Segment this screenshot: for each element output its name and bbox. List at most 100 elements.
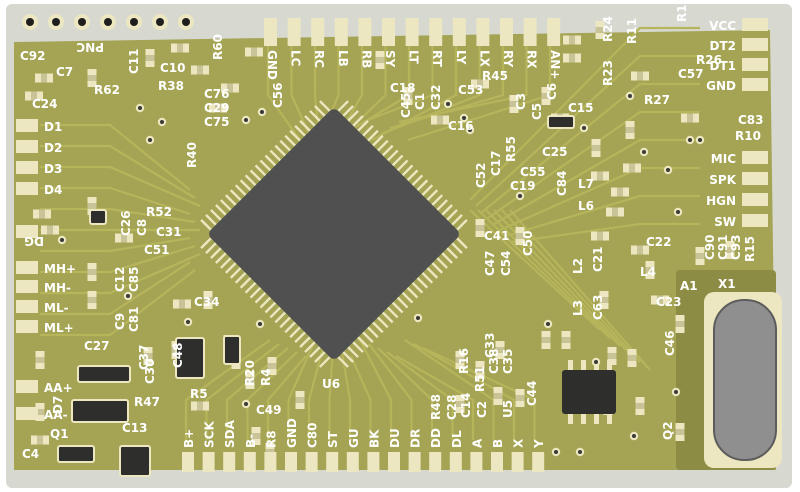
large-component xyxy=(71,399,129,423)
component-pad xyxy=(203,65,209,75)
trace xyxy=(481,82,700,213)
component-pad xyxy=(541,343,551,349)
via-drill xyxy=(628,94,632,98)
silkscreen-label: R51 xyxy=(473,366,487,392)
bottom-edge-pad xyxy=(491,452,503,472)
silkscreen-label: C34 xyxy=(194,295,220,309)
silkscreen-label: SPK xyxy=(709,173,736,187)
component-pad xyxy=(675,315,685,321)
silkscreen-label: SDA xyxy=(223,419,237,448)
silkscreen-label: R55 xyxy=(504,136,518,162)
smd-component xyxy=(87,263,97,281)
trace xyxy=(362,42,434,124)
chip-pin xyxy=(446,247,458,259)
via-drill xyxy=(578,450,582,454)
silkscreen-label: DR xyxy=(409,429,423,448)
chip-pin xyxy=(362,124,374,137)
silkscreen-label: C54 xyxy=(499,250,513,276)
smd-component xyxy=(591,171,609,181)
chip-pin xyxy=(396,296,409,309)
component-pad xyxy=(203,303,213,309)
chip-pin xyxy=(220,199,232,211)
silkscreen-label: C55 xyxy=(520,165,546,179)
silkscreen-label: R62 xyxy=(94,83,120,97)
component-pad xyxy=(257,47,263,57)
silkscreen-label: C15 xyxy=(568,101,594,115)
trace xyxy=(205,343,280,440)
chip-pin xyxy=(279,316,292,329)
chip-pin xyxy=(264,154,277,167)
component-pad xyxy=(515,239,525,245)
silkscreen-label: B- xyxy=(244,434,258,448)
chip-pin xyxy=(431,262,444,274)
smd-component xyxy=(681,113,699,123)
component-pad xyxy=(25,91,31,101)
silkscreen-label: R38 xyxy=(158,79,184,93)
component-pad xyxy=(455,395,465,401)
silkscreen-label: C91 xyxy=(716,234,730,260)
silkscreen-label: LT xyxy=(407,50,421,65)
component-pad xyxy=(475,361,485,367)
silkscreen-label: MIC xyxy=(711,152,736,166)
smd-component xyxy=(209,103,227,113)
component-pad xyxy=(145,49,155,55)
component-pad xyxy=(375,63,385,69)
top-edge-pad xyxy=(358,18,372,46)
silkscreen-label: SW xyxy=(714,215,736,229)
smd-component xyxy=(267,357,277,375)
trace xyxy=(493,138,700,225)
silkscreen-label: C47 xyxy=(483,250,497,276)
chip-pin xyxy=(372,134,384,147)
large-component xyxy=(175,337,205,379)
edge-connector-layer xyxy=(16,14,768,472)
silkscreen-label: BK xyxy=(367,429,381,448)
top-edge-pad xyxy=(311,18,325,46)
chip-pin xyxy=(210,209,222,221)
smd-component xyxy=(645,261,655,279)
trace xyxy=(340,351,352,440)
silkscreen-label: C48 xyxy=(171,342,185,368)
component-pad xyxy=(143,347,153,353)
chip-pin xyxy=(441,204,453,216)
smd-component xyxy=(591,139,601,157)
trace xyxy=(328,347,335,440)
trace xyxy=(184,339,271,440)
smd-component xyxy=(725,241,735,259)
soic-pin xyxy=(594,412,599,424)
component-pad xyxy=(607,347,617,353)
smd-component xyxy=(675,423,685,441)
silkscreen-label: C49 xyxy=(256,403,282,417)
silkscreen-label: C57 xyxy=(678,67,704,81)
chip-pin xyxy=(342,351,354,363)
silkscreen-label: C17 xyxy=(489,150,503,176)
chip-pin xyxy=(314,351,326,363)
top-edge-pad xyxy=(382,18,395,46)
via-drill xyxy=(468,128,472,132)
component-pad xyxy=(509,95,519,101)
silkscreen-label: C38 xyxy=(487,348,501,374)
trace xyxy=(395,355,475,440)
smd-component xyxy=(475,219,485,237)
component-pad xyxy=(35,363,45,369)
trace xyxy=(40,165,201,208)
chip-pin xyxy=(269,306,282,319)
silkscreen-label: C16 xyxy=(448,119,474,133)
header-hole xyxy=(104,18,112,26)
large-component xyxy=(57,445,95,463)
via-drill xyxy=(138,106,142,110)
component-pad xyxy=(635,409,645,415)
component-pad xyxy=(563,53,569,63)
bottom-edge-pad xyxy=(346,452,359,472)
silkscreen-label: C10 xyxy=(160,61,186,75)
chip-pin xyxy=(284,321,296,334)
silkscreen-label: C25 xyxy=(542,145,568,159)
header-hole xyxy=(78,18,86,26)
component-pad xyxy=(561,343,571,349)
smd-component xyxy=(493,387,503,405)
silkscreen-label: C22 xyxy=(646,235,672,249)
silkscreen-label: R48 xyxy=(429,394,443,420)
chip-pin xyxy=(451,214,463,226)
silkscreen-label: C84 xyxy=(555,170,569,196)
silkscreen-label: DG xyxy=(24,234,44,248)
silkscreen-label: AA- xyxy=(44,408,68,422)
